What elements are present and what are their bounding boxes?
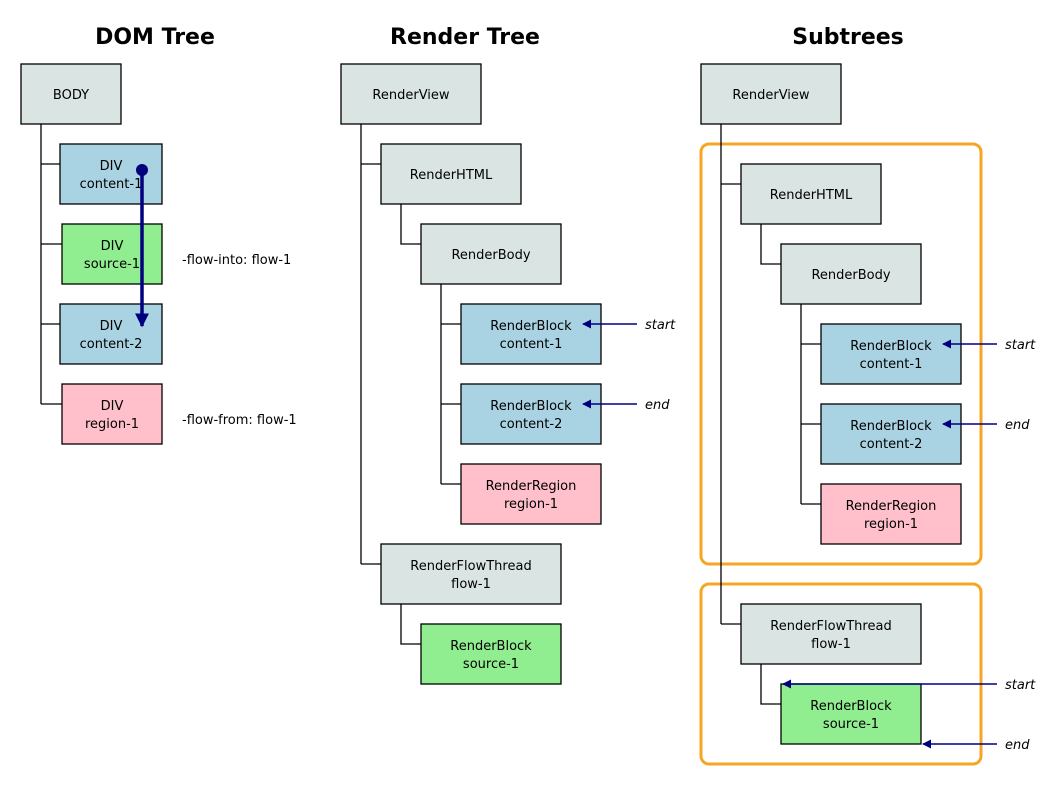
dom-node-label-line1: DIV <box>100 159 123 174</box>
dom-node-label-line1: DIV <box>101 399 124 414</box>
dom-node-label-line1: DIV <box>100 319 123 334</box>
node-label: RenderView <box>372 88 449 103</box>
render-tree-title: Render Tree <box>390 25 540 50</box>
node-label-line2: content-1 <box>860 357 923 372</box>
node-label-line1: RenderFlowThread <box>770 619 891 634</box>
render-node-renderflowthread-flow-1: RenderFlowThread flow-1 <box>380 543 562 605</box>
node-label-line1: RenderRegion <box>486 479 577 494</box>
node-label-line1: RenderBlock <box>850 339 932 354</box>
subtree-node-renderblock-content-2: RenderBlock content-2 <box>820 403 962 465</box>
dom-node-label-line1: DIV <box>101 239 124 254</box>
node-label: RenderView <box>732 88 809 103</box>
subtree-node-renderflowthread-flow-1: RenderFlowThread flow-1 <box>740 603 922 665</box>
dom-node-label-line2: source-1 <box>84 257 140 272</box>
node-label-line2: flow-1 <box>451 577 491 592</box>
node-label-line2: source-1 <box>823 717 879 732</box>
start-label-subtree-1: start <box>1005 338 1036 353</box>
subtree-node-renderview: RenderView <box>700 63 842 125</box>
render-node-renderregion-region-1: RenderRegion region-1 <box>460 463 602 525</box>
node-label-line2: content-2 <box>860 437 923 452</box>
end-label-render: end <box>645 398 670 413</box>
dom-tree-title: DOM Tree <box>95 25 215 50</box>
node-label-line2: region-1 <box>864 517 918 532</box>
render-tree-connectors <box>360 124 461 645</box>
subtrees: RenderView RenderHTML RenderBody RenderB… <box>699 63 1036 766</box>
flow-into-annotation: -flow-into: flow-1 <box>182 253 291 268</box>
subtree-group-main <box>699 142 983 566</box>
node-label-line2: source-1 <box>463 657 519 672</box>
node-label-line1: RenderBlock <box>850 419 932 434</box>
end-label-subtree-1: end <box>1005 418 1030 433</box>
subtree-node-renderbody: RenderBody <box>780 243 922 305</box>
dom-tree-connectors <box>40 124 62 405</box>
subtree-node-renderblock-content-1: RenderBlock content-1 <box>820 323 962 385</box>
end-label-subtree-2: end <box>1005 738 1030 753</box>
dom-node-div-content-2: DIV content-2 <box>59 303 163 365</box>
dom-node-div-content-1: DIV content-1 <box>59 143 163 205</box>
dom-node-div-source-1: DIV source-1 <box>61 223 163 285</box>
dom-node-body: BODY <box>20 63 122 125</box>
start-label-render: start <box>645 318 676 333</box>
start-label-subtree-2: start <box>1005 678 1036 693</box>
render-node-renderblock-content-1: RenderBlock content-1 <box>460 303 602 365</box>
node-label-line1: RenderBlock <box>450 639 532 654</box>
node-label-line1: RenderBlock <box>810 699 892 714</box>
dom-node-label-line2: content-2 <box>80 337 143 352</box>
node-label: RenderHTML <box>410 168 493 183</box>
node-label-line1: RenderFlowThread <box>410 559 531 574</box>
node-label: RenderHTML <box>770 188 853 203</box>
node-label: RenderBody <box>451 248 530 263</box>
render-node-renderhtml: RenderHTML <box>380 143 522 205</box>
node-label-line2: content-2 <box>500 417 563 432</box>
node-label-line1: RenderBlock <box>490 319 572 334</box>
subtree-node-renderblock-source-1: RenderBlock source-1 <box>780 683 922 745</box>
subtrees-title: Subtrees <box>792 25 904 50</box>
node-label-line2: flow-1 <box>811 637 851 652</box>
subtree-group-flowthread <box>699 582 983 766</box>
render-node-renderview: RenderView <box>340 63 482 125</box>
dom-node-label-line2: content-1 <box>80 177 143 192</box>
subtree-node-renderhtml: RenderHTML <box>740 163 882 225</box>
render-node-renderbody: RenderBody <box>420 223 562 285</box>
subtree-node-renderregion-region-1: RenderRegion region-1 <box>820 483 962 545</box>
node-label-line2: content-1 <box>500 337 563 352</box>
node-label: RenderBody <box>811 268 890 283</box>
dom-node-body-label: BODY <box>53 88 89 103</box>
dom-node-div-region-1: DIV region-1 <box>61 383 163 445</box>
dom-node-label-line2: region-1 <box>85 417 139 432</box>
dom-tree: BODY DIV content-1 DIV source-1 DIV cont… <box>20 63 297 445</box>
node-label-line2: region-1 <box>504 497 558 512</box>
flow-from-annotation: -flow-from: flow-1 <box>182 413 297 428</box>
render-node-renderblock-source-1: RenderBlock source-1 <box>420 623 562 685</box>
render-tree: RenderView RenderHTML RenderBody RenderB… <box>340 63 676 685</box>
subtrees-connectors <box>720 124 821 705</box>
node-label-line1: RenderRegion <box>846 499 937 514</box>
render-node-renderblock-content-2: RenderBlock content-2 <box>460 383 602 445</box>
node-label-line1: RenderBlock <box>490 399 572 414</box>
